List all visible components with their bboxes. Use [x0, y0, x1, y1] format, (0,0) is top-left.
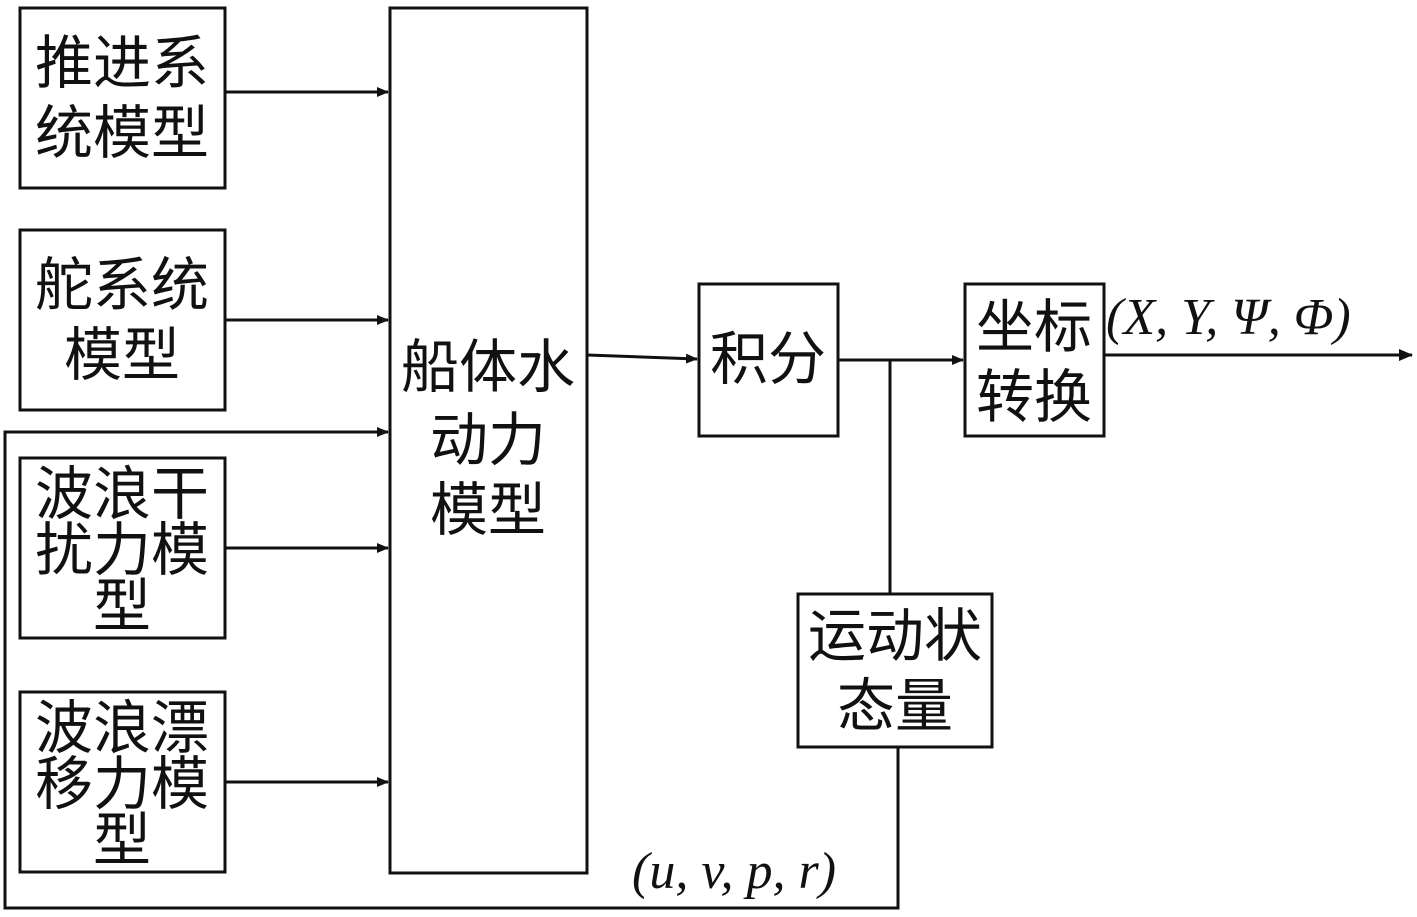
wave-force-label-line-1: 波浪干: [35, 460, 209, 528]
feedback-loop-arrow: [3, 427, 900, 910]
coord-transform-label-line-2: 转换: [976, 363, 1092, 431]
coord-transform-block: 坐标 转换: [963, 282, 1106, 438]
wave-force-label-line-2: 扰力模: [35, 516, 209, 584]
rudder-label-line-2: 模型: [64, 321, 180, 389]
output-variables-label: (X, Y, Ψ, Φ): [1106, 289, 1351, 346]
rudder-block: 舵系统 模型: [18, 228, 227, 412]
hull-label-line-2: 动力: [430, 406, 546, 474]
motion-state-label-line-2: 态量: [837, 672, 953, 740]
wave-drift-block: 波浪漂 移力模 型: [18, 690, 227, 874]
feedback-variables-label: (u, v, p, r): [632, 843, 836, 900]
hull-label-line-3: 模型: [430, 476, 546, 544]
arrow-hull-to-integration: [586, 353, 698, 364]
wave-force-block: 波浪干 扰力模 型: [18, 456, 227, 640]
rudder-label-line-1: 舵系统: [35, 251, 209, 319]
coord-transform-label-line-1: 坐标: [976, 293, 1092, 361]
motion-state-block: 运动状 态量: [796, 592, 994, 749]
wave-drift-label-line-2: 移力模: [35, 750, 209, 818]
hull-block: 船体水 动力 模型: [388, 6, 589, 875]
wave-force-label-line-3: 型: [93, 572, 151, 640]
wave-drift-label-line-1: 波浪漂: [35, 694, 209, 762]
hull-label-line-1: 船体水: [401, 333, 575, 401]
integration-block: 积分: [697, 282, 840, 438]
integration-label: 积分: [710, 325, 826, 393]
propulsion-label-line-1: 推进系: [35, 29, 209, 97]
propulsion-block: 推进系 统模型: [18, 6, 227, 190]
wave-drift-label-line-3: 型: [93, 806, 151, 874]
motion-state-label-line-1: 运动状: [808, 602, 982, 670]
propulsion-label-line-2: 统模型: [35, 99, 209, 167]
